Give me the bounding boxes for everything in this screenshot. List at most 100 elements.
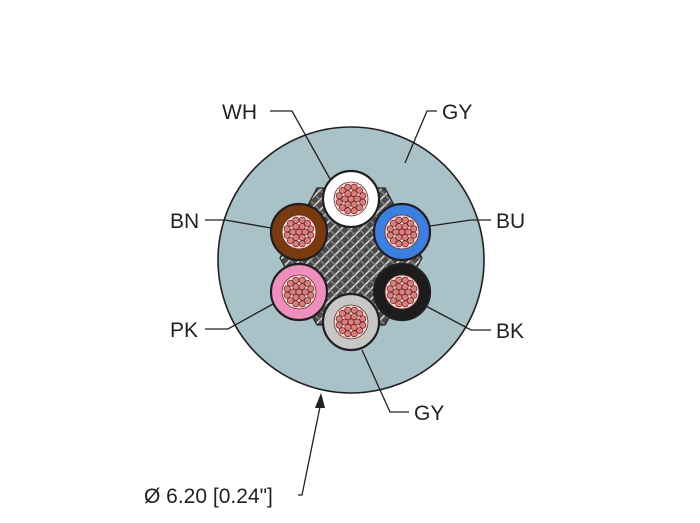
copper-strand xyxy=(298,233,306,241)
copper-strand xyxy=(350,200,358,208)
copper-strand xyxy=(401,300,409,308)
label-pk: PK xyxy=(170,319,198,342)
copper-strand xyxy=(307,225,315,233)
copper-strand xyxy=(389,279,397,287)
copper-strand xyxy=(401,233,409,241)
leader-bk xyxy=(423,304,491,331)
copper-strand xyxy=(401,293,409,301)
copper-strand xyxy=(292,240,300,248)
copper-strand xyxy=(301,288,309,296)
copper-strand xyxy=(335,192,343,200)
copper-strand xyxy=(292,300,300,308)
copper-strand xyxy=(298,276,306,284)
copper-strand xyxy=(335,315,343,323)
copper-strand xyxy=(389,297,397,304)
copper-strand xyxy=(298,240,306,248)
copper-strand xyxy=(395,283,403,290)
copper-strand xyxy=(304,297,311,304)
copper-strand xyxy=(307,285,315,293)
leader-bu xyxy=(429,219,491,227)
copper-strand xyxy=(344,330,352,338)
copper-strand xyxy=(338,309,346,317)
copper-strand xyxy=(283,225,291,233)
copper-strand xyxy=(350,190,358,197)
copper-strand xyxy=(404,228,412,236)
copper-strand xyxy=(401,283,409,290)
copper-strand xyxy=(350,207,358,215)
conductor-gray xyxy=(321,292,381,352)
copper-strand xyxy=(335,198,343,206)
copper-strand xyxy=(344,190,352,197)
copper-strand xyxy=(304,279,311,287)
copper-strand xyxy=(353,318,361,326)
copper-strand xyxy=(350,183,358,191)
diameter-label: Ø 6.20 [0.24"] xyxy=(144,485,273,508)
copper-strand xyxy=(356,186,363,194)
copper-strand xyxy=(292,223,300,230)
leader-pk xyxy=(205,303,274,330)
label-bu: BU xyxy=(496,210,525,233)
label-bn: BN xyxy=(170,210,199,233)
copper-strand xyxy=(341,318,349,326)
copper-strand xyxy=(286,297,294,304)
copper-strand xyxy=(356,204,363,211)
conductor-pink xyxy=(269,262,329,322)
copper-strand xyxy=(350,323,358,331)
leader-gy xyxy=(361,349,409,413)
copper-strand xyxy=(386,291,394,299)
conductor-blue xyxy=(372,202,432,262)
copper-strand xyxy=(356,327,363,334)
leader-lines xyxy=(205,110,491,496)
copper-strand xyxy=(283,285,291,293)
copper-strand xyxy=(298,216,306,224)
leader-bn xyxy=(205,219,272,229)
copper-strand xyxy=(350,330,358,338)
copper-strand xyxy=(407,297,414,304)
copper-strand xyxy=(286,237,294,244)
conductor-group xyxy=(269,169,432,352)
copper-strand xyxy=(353,195,361,203)
copper-strand xyxy=(304,237,311,244)
copper-strand xyxy=(356,309,363,317)
copper-strand xyxy=(395,216,403,224)
copper-strand xyxy=(389,219,397,227)
copper-strand xyxy=(395,276,403,284)
copper-strand xyxy=(395,240,403,248)
copper-strand xyxy=(350,306,358,314)
conductor-white xyxy=(321,169,381,229)
copper-strand xyxy=(298,300,306,308)
copper-strand xyxy=(401,240,409,248)
copper-strand xyxy=(395,223,403,230)
copper-strand xyxy=(283,231,291,239)
label-wh: WH xyxy=(222,101,257,124)
copper-strand xyxy=(286,279,294,287)
conductor-brown xyxy=(269,202,329,262)
copper-strand xyxy=(292,276,300,284)
copper-strand xyxy=(386,225,394,233)
copper-strand xyxy=(386,231,394,239)
copper-strand xyxy=(344,313,352,320)
copper-strand xyxy=(359,315,367,323)
copper-strand xyxy=(395,300,403,308)
copper-strand xyxy=(338,186,346,194)
copper-strand xyxy=(389,237,397,244)
copper-strand xyxy=(298,293,306,301)
copper-strand xyxy=(338,204,346,211)
copper-strand xyxy=(283,291,291,299)
label-bk: BK xyxy=(496,320,524,343)
leader-wh xyxy=(270,110,331,180)
copper-strand xyxy=(410,285,418,293)
copper-strand xyxy=(392,288,400,296)
conductor-black xyxy=(372,262,432,322)
leader-jacket-gy xyxy=(404,110,437,164)
leader-diameter xyxy=(298,396,323,496)
copper-strand xyxy=(350,313,358,320)
copper-strand xyxy=(304,219,311,227)
copper-strand xyxy=(401,216,409,224)
copper-strand xyxy=(407,279,414,287)
copper-strand xyxy=(407,219,414,227)
copper-strand xyxy=(410,225,418,233)
label-jacket-gy: GY xyxy=(442,101,472,124)
copper-strand xyxy=(341,195,349,203)
copper-strand xyxy=(344,207,352,215)
